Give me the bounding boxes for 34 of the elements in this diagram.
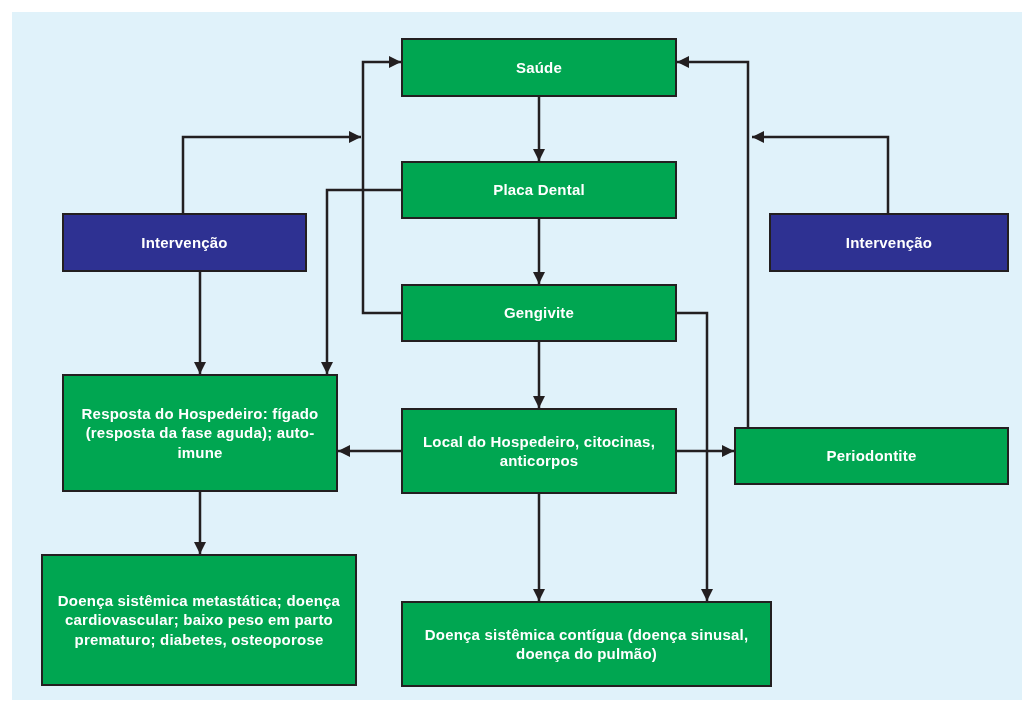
- process-box: [401, 161, 677, 219]
- process-box: [62, 374, 338, 492]
- box-label: Periodontite: [826, 446, 917, 466]
- process-box: [401, 38, 677, 97]
- box-label: Local do Hospedeiro, citocinas, anticorpos: [421, 431, 657, 471]
- arrow: [752, 131, 890, 213]
- arrow: [533, 219, 545, 284]
- process-box: [401, 408, 677, 494]
- arrow: [533, 342, 545, 408]
- box-label: Gengivite: [503, 303, 575, 323]
- arrow: [194, 272, 206, 374]
- box-label: Doença sistêmica contígua (doença sinusal, doença do pulmão): [423, 624, 750, 664]
- arrow: [361, 56, 401, 315]
- box-label: Saúde: [516, 57, 562, 78]
- arrow: [677, 56, 750, 427]
- intervention-box: [769, 213, 1009, 272]
- arrow: [194, 492, 206, 554]
- intervention-box: [62, 213, 307, 272]
- process-box: [401, 601, 772, 687]
- arrow: [677, 445, 734, 457]
- arrow: [677, 311, 713, 601]
- box-label: Doença sistêmica metastática; doença cardiovascular; baixo peso em parto prematuro; diabetes, osteoporose: [56, 590, 342, 650]
- box-label: Intervenção: [845, 232, 933, 253]
- box-label: Intervenção: [141, 232, 228, 253]
- process-box: [41, 554, 357, 686]
- arrow: [533, 494, 545, 601]
- process-box: [401, 284, 677, 342]
- arrow: [533, 97, 545, 161]
- arrow: [321, 188, 401, 374]
- process-box: [734, 427, 1009, 485]
- arrow: [338, 445, 401, 457]
- arrow: [181, 131, 361, 213]
- box-label: Placa Dental: [493, 180, 585, 200]
- box-label: Resposta do Hospedeiro: fígado (resposta da fase aguda); auto-imune: [80, 403, 320, 463]
